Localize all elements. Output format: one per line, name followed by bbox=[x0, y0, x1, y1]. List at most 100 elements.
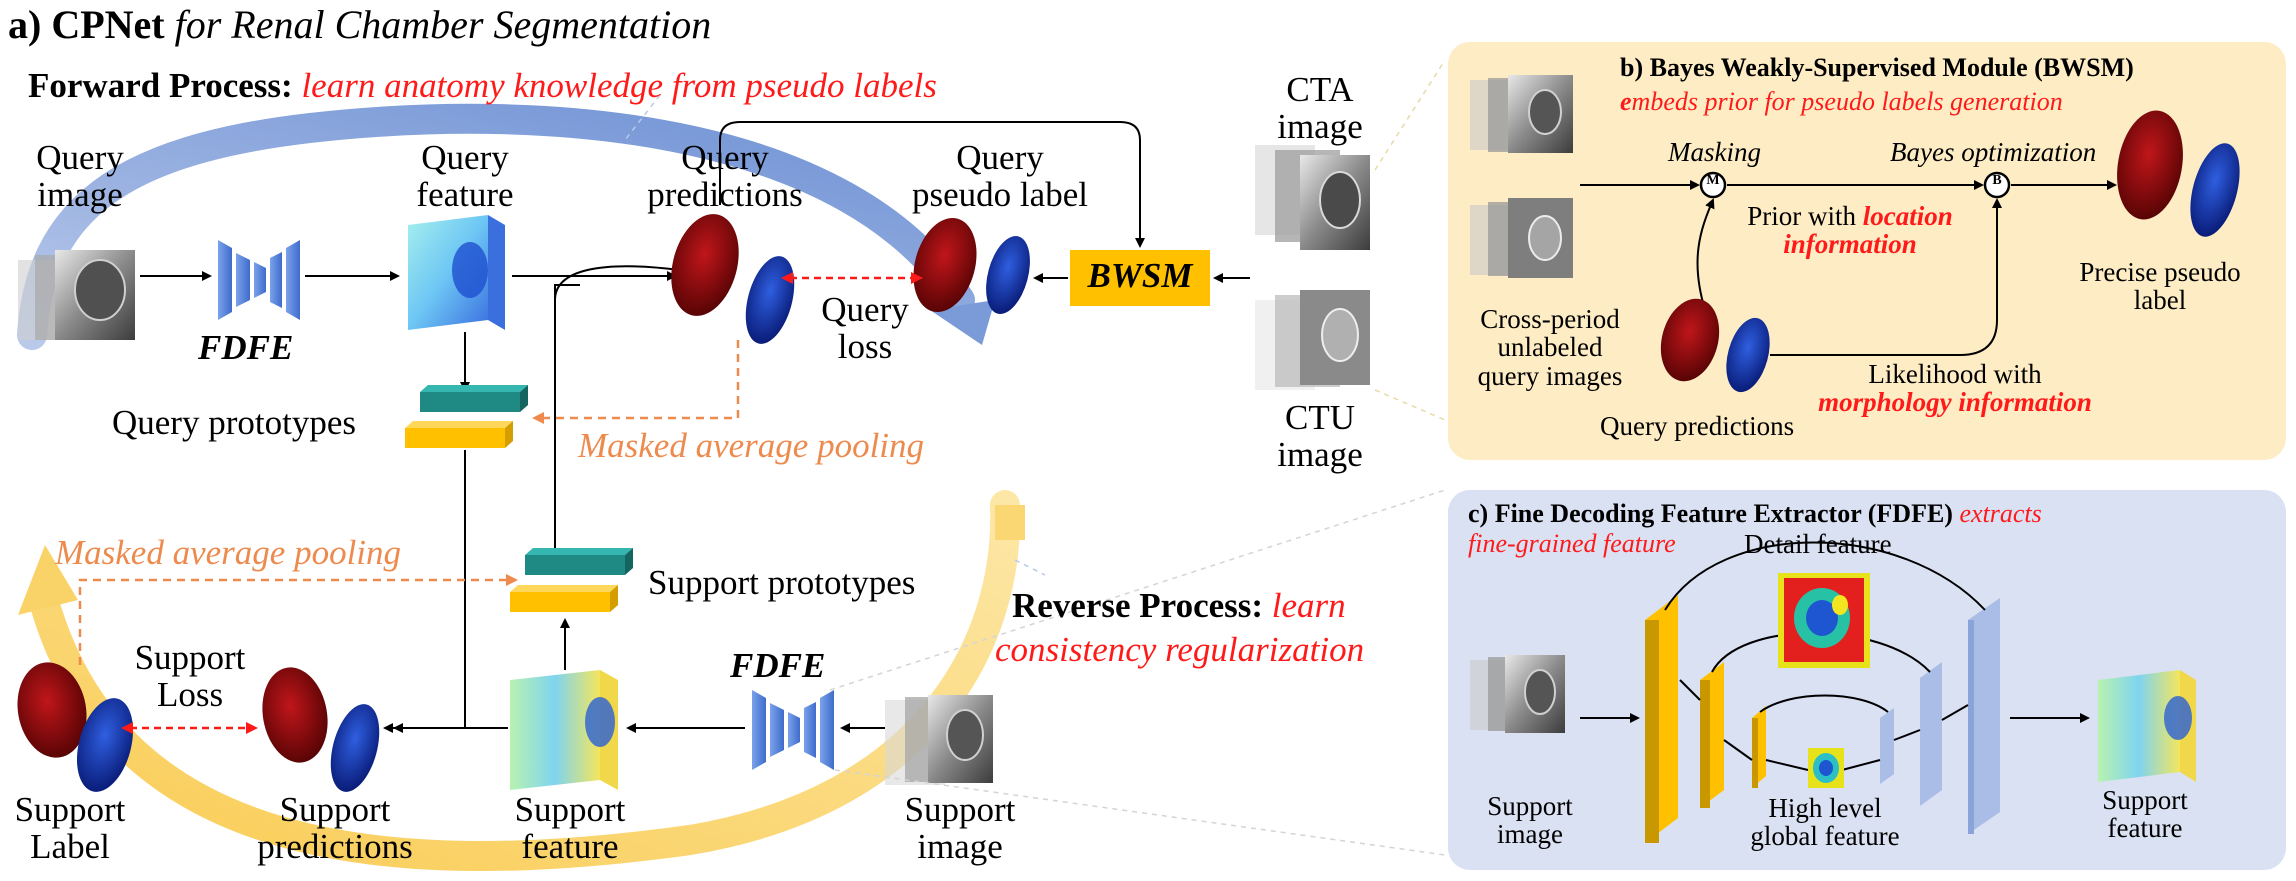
likelihood-label: Likelihood with morphology information bbox=[1780, 360, 2130, 417]
fdfe-bottom-shape bbox=[752, 690, 834, 770]
support-predictions-label: Support predictions bbox=[240, 791, 430, 866]
cta-image-label: CTA image bbox=[1265, 71, 1375, 146]
panel-c-support-feature-cube bbox=[2098, 670, 2196, 782]
panel-a-title-prefix: a) CPNet bbox=[8, 2, 165, 47]
query-image-stack bbox=[18, 250, 135, 340]
precise-pseudo-label-label: Precise pseudo label bbox=[2060, 258, 2260, 315]
ctu-image-stack bbox=[1255, 290, 1370, 390]
bayes-optimization-label: Bayes optimization bbox=[1890, 137, 2097, 167]
query-loss-line-1: Query bbox=[821, 290, 909, 329]
precise-label-line-1: Precise pseudo bbox=[2079, 257, 2241, 287]
high-level-line-1: High level bbox=[1768, 793, 1882, 823]
forward-label-text: Forward Process: bbox=[28, 66, 293, 105]
panel-c-support-image-label: Support image bbox=[1470, 792, 1590, 849]
support-feature-label: Support feature bbox=[500, 790, 640, 866]
reverse-desc-line-1: learn bbox=[1271, 586, 1346, 625]
detail-feature-heatmap bbox=[1778, 573, 1870, 668]
panel-b-query-predictions-label: Query predictions bbox=[1600, 411, 1795, 441]
ctu-line-2: image bbox=[1277, 434, 1363, 474]
bwsm-box-label: BWSM bbox=[1087, 256, 1193, 295]
support-prototype-bars bbox=[510, 548, 633, 612]
query-prototypes-label: Query prototypes bbox=[112, 403, 356, 442]
high-level-feature-label: High level global feature bbox=[1735, 794, 1915, 851]
masked-pooling-label-1: Masked average pooling bbox=[578, 426, 925, 465]
precise-pseudo-label-kidneys bbox=[2117, 110, 2240, 237]
panel-b-subtitle: embeds prior for pseudo labels generatio… bbox=[1620, 88, 2063, 115]
forward-process-arc bbox=[17, 103, 975, 350]
support-loss-label: Support Loss bbox=[120, 638, 260, 714]
cross-period-images bbox=[1470, 75, 1573, 278]
panel-b-title: b) Bayes Weakly-Supervised Module (BWSM) bbox=[1620, 53, 2134, 82]
query-loss-line-2: loss bbox=[837, 326, 893, 366]
predictions-to-bwsm-arrow bbox=[719, 121, 1145, 248]
support-label-label: Support Label bbox=[0, 790, 140, 866]
masking-operator bbox=[1699, 171, 1727, 199]
panel-b-subtitle-rest: mbeds prior for pseudo labels generation bbox=[1631, 87, 2063, 116]
prior-label: Prior with location information bbox=[1735, 202, 1965, 259]
support-feature-cube bbox=[510, 670, 618, 790]
likelihood-highlight: morphology information bbox=[1818, 387, 2092, 418]
reverse-label-text: Reverse Process: bbox=[1012, 586, 1264, 625]
query-predictions-line-1: Query bbox=[681, 138, 769, 177]
support-label-line-1: Support bbox=[14, 790, 126, 829]
panel-c-title-main: c) Fine Decoding Feature Extractor (FDFE… bbox=[1468, 499, 1953, 528]
reverse-process-label: Reverse Process: learn bbox=[1012, 586, 1346, 625]
masked-pooling-query-arrow bbox=[532, 340, 740, 424]
query-feature-label: Query feature bbox=[405, 138, 525, 214]
query-pseudo-line-1: Query bbox=[956, 138, 1044, 177]
masked-pooling-support-arrow bbox=[78, 574, 518, 665]
bayes-operator-symbol: B bbox=[1992, 173, 2002, 188]
panel-c-support-feature-line-1: Support bbox=[2102, 785, 2188, 815]
support-predictions-kidneys bbox=[262, 667, 380, 792]
cross-period-label: Cross-period unlabeled query images bbox=[1455, 305, 1645, 390]
cta-image-stack bbox=[1255, 145, 1370, 250]
query-feature-cube bbox=[408, 215, 505, 330]
high-level-feature-map bbox=[1808, 748, 1844, 788]
query-pseudo-label-label: Query pseudo label bbox=[900, 138, 1100, 214]
panel-c-support-feature-label: Support feature bbox=[2080, 786, 2210, 843]
query-feature-line-1: Query bbox=[421, 138, 509, 177]
forward-arc-arrowhead bbox=[930, 300, 995, 345]
likelihood-prefix: Likelihood with bbox=[1868, 359, 2042, 389]
fdfe-top-shape bbox=[218, 240, 300, 320]
query-image-line-2: image bbox=[37, 174, 123, 214]
ctu-image-label: CTU image bbox=[1265, 398, 1375, 474]
cta-line-2: image bbox=[1277, 106, 1363, 146]
fdfe-decoder-blocks bbox=[1880, 598, 2000, 834]
high-level-line-2: global feature bbox=[1750, 821, 1900, 852]
panel-c-title-red-2: fine-grained feature bbox=[1468, 529, 1676, 558]
forward-desc-text: learn anatomy knowledge from pseudo labe… bbox=[301, 66, 937, 105]
reverse-desc-line-2: consistency regularization bbox=[995, 630, 1365, 669]
precise-label-line-2: label bbox=[2133, 285, 2187, 316]
support-image-line-1: Support bbox=[904, 790, 1016, 829]
ctu-line-1: CTU bbox=[1285, 398, 1355, 437]
support-loss-line-1: Support bbox=[134, 638, 246, 677]
masking-operator-symbol: M bbox=[1706, 173, 1720, 188]
query-predictions-label: Query predictions bbox=[630, 138, 820, 214]
support-label-line-2: Label bbox=[30, 826, 110, 866]
bwsm-box-shape bbox=[1070, 250, 1210, 306]
bayes-operator bbox=[1983, 171, 2011, 199]
cross-period-line-2: unlabeled bbox=[1497, 332, 1603, 363]
panel-a-title-suffix: for Renal Chamber Segmentation bbox=[174, 2, 712, 47]
cross-period-line-1: Cross-period bbox=[1480, 304, 1620, 334]
support-loss-line-2: Loss bbox=[156, 674, 224, 714]
panel-b-subtitle-first: e bbox=[1620, 87, 1632, 116]
support-feature-line-1: Support bbox=[514, 790, 626, 829]
forward-process-label: Forward Process: learn anatomy knowledge… bbox=[28, 66, 937, 105]
panel-c-support-image-line-1: Support bbox=[1487, 791, 1573, 821]
query-image-line-1: Query bbox=[36, 138, 124, 177]
panel-c-support-image-line-2: image bbox=[1497, 819, 1563, 850]
query-pseudo-label-kidneys bbox=[913, 217, 1030, 314]
support-image-line-2: image bbox=[917, 826, 1003, 866]
support-image-stack bbox=[885, 695, 993, 785]
query-loss-label: Query loss bbox=[815, 290, 915, 366]
masking-label: Masking bbox=[1668, 137, 1761, 167]
panel-c-support-image bbox=[1470, 655, 1565, 733]
panel-a-title: a) CPNet for Renal Chamber Segmentation bbox=[8, 4, 711, 46]
fdfe-encoder-blocks bbox=[1645, 595, 1766, 843]
support-image-label: Support image bbox=[890, 790, 1030, 866]
support-feature-line-2: feature bbox=[521, 826, 619, 866]
